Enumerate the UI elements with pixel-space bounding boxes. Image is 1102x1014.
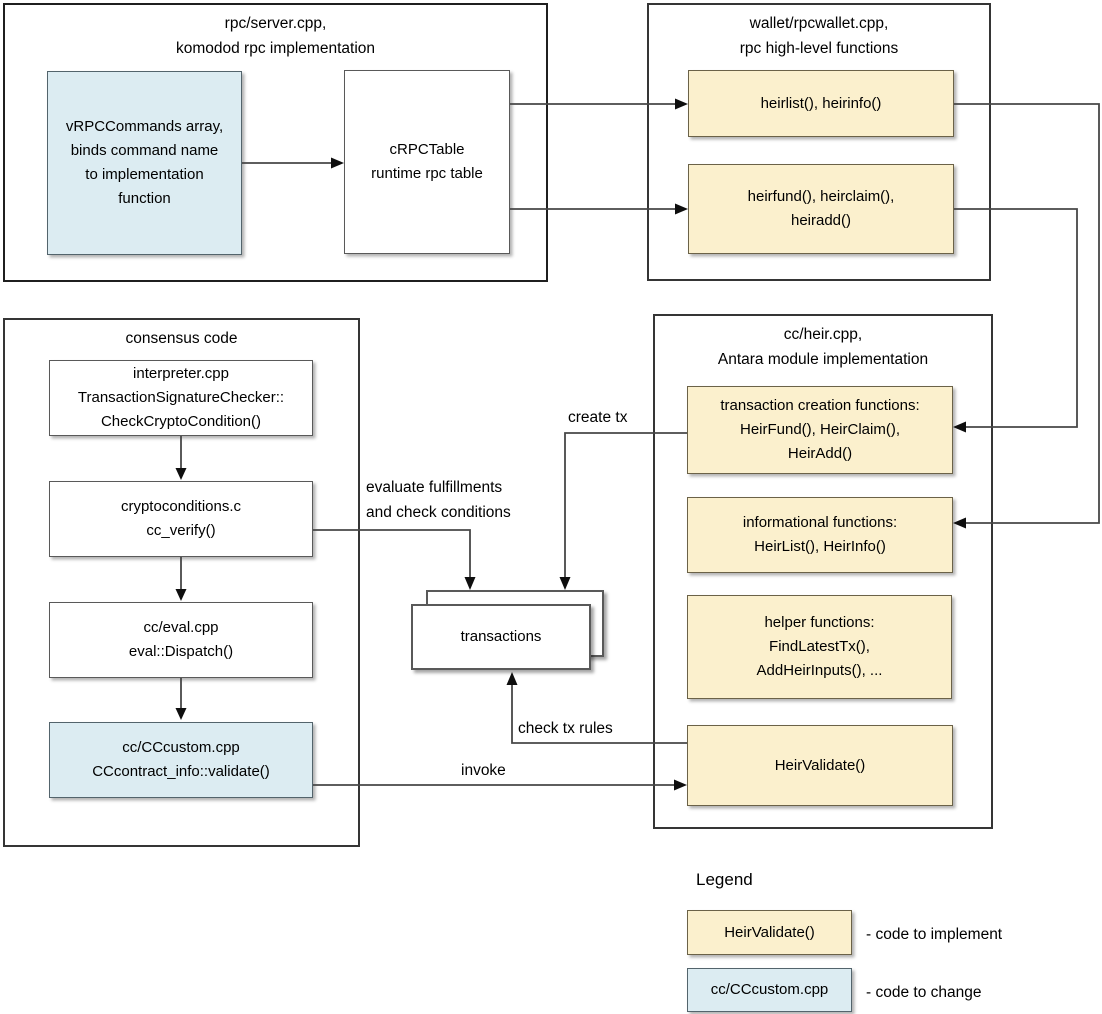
tx-creation-functions-box: transaction creation functions: HeirFund… bbox=[687, 386, 953, 474]
evaluate-fulfillments-label: evaluate fulfillments and check conditio… bbox=[366, 479, 511, 521]
crpctable-box: cRPCTable runtime rpc table bbox=[344, 70, 510, 254]
check-tx-rules-label: check tx rules bbox=[518, 720, 613, 737]
panel-heir-title: cc/heir.cpp, Antara module implementatio… bbox=[717, 326, 929, 368]
vrpccommands-box: vRPCCommands array, binds command name t… bbox=[47, 71, 242, 255]
informational-functions-box: informational functions: HeirList(), Hei… bbox=[687, 497, 953, 573]
legend-title: Legend bbox=[696, 870, 753, 889]
heirfund-heirclaim-box: heirfund(), heirclaim(), heiradd() bbox=[688, 164, 954, 254]
helper-functions-box: helper functions: FindLatestTx(), AddHei… bbox=[687, 595, 952, 699]
legend-implement-label: - code to implement bbox=[866, 926, 1003, 943]
panel-rpc-server-title: rpc/server.cpp, komodod rpc implementati… bbox=[175, 15, 376, 57]
heirlist-heirinfo-box: heirlist(), heirinfo() bbox=[688, 70, 954, 137]
legend-implement-swatch: HeirValidate() bbox=[687, 910, 852, 955]
invoke-label: invoke bbox=[461, 762, 506, 779]
cceval-box: cc/eval.cpp eval::Dispatch() bbox=[49, 602, 313, 678]
interpreter-box: interpreter.cpp TransactionSignatureChec… bbox=[49, 360, 313, 436]
legend-change-swatch: cc/CCcustom.cpp bbox=[687, 968, 852, 1012]
cryptoconditions-box: cryptoconditions.c cc_verify() bbox=[49, 481, 313, 557]
heirvalidate-box: HeirValidate() bbox=[687, 725, 953, 806]
panel-wallet-title: wallet/rpcwallet.cpp, rpc high-level fun… bbox=[739, 15, 899, 57]
create-tx-label: create tx bbox=[568, 409, 628, 426]
legend-change-label: - code to change bbox=[866, 984, 982, 1001]
panel-consensus-title: consensus code bbox=[125, 330, 238, 347]
transactions-box: transactions bbox=[411, 604, 591, 670]
cccustom-box: cc/CCcustom.cpp CCcontract_info::validat… bbox=[49, 722, 313, 798]
